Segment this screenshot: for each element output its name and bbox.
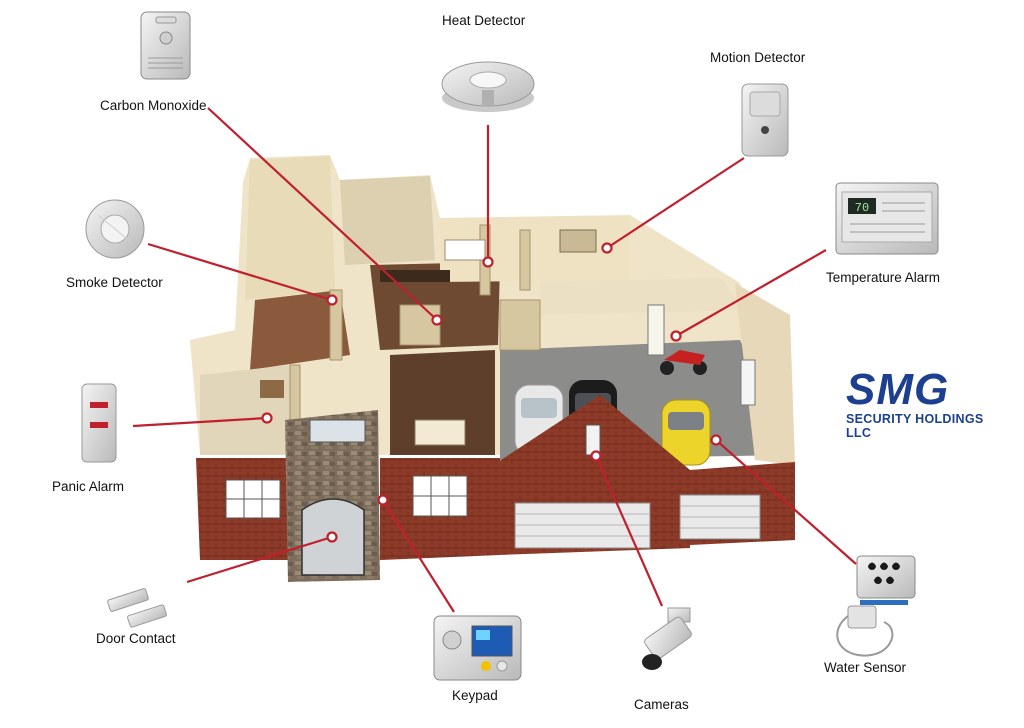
leader-line-panic-alarm [132,416,268,428]
sensor-dot-door-contact [326,531,338,543]
motion-detector-icon [741,83,789,157]
label-motion-detector: Motion Detector [710,50,806,65]
front-window-center [412,475,468,517]
label-keypad: Keypad [452,688,498,703]
garage-window [740,359,756,406]
door-contact-icon [107,588,167,628]
keypad-icon [433,615,522,681]
garage-interior-door [647,304,665,356]
front-window-left [225,479,281,519]
motorcycle [660,350,707,375]
room-left-floor [250,290,350,370]
label-temperature-alarm: Temperature Alarm [826,270,941,285]
smoke-detector-icon [85,199,145,259]
panic-alarm-icon [81,383,117,463]
house-cutaway [190,155,795,582]
sensor-dot-motion-detector [601,242,613,254]
label-door-contact: Door Contact [96,631,176,646]
gable-vent [585,424,601,456]
water-sensor-icon [836,555,916,657]
entry-arch-window [309,419,366,443]
garage-wall [540,278,745,315]
smg-logo: SMG SECURITY HOLDINGS LLC [846,365,1008,441]
label-smoke-detector: Smoke Detector [66,275,163,290]
furniture [260,229,597,446]
leader-line-temperature-alarm [675,249,827,337]
logo-mark: SMG [846,365,950,414]
leader-lines [132,107,857,613]
temperature-alarm-icon: 70 [835,182,939,255]
room-center-back [340,176,435,265]
sensor-dot-panic-alarm [261,412,273,424]
sensor-dot-water-sensor [710,434,722,446]
sensor-dot-cameras [590,450,602,462]
yellow-car [661,399,711,466]
heat-detector-icon [441,61,535,112]
leader-line-door-contact [186,535,333,584]
sensor-dot-carbon-monoxide [431,314,443,326]
bath-room [200,365,295,455]
leader-line-motion-detector [606,157,745,249]
leader-line-water-sensor [715,439,857,565]
temperature-display-readout: 70 [855,201,869,215]
room-left-upper [245,156,335,300]
leader-line-carbon-monoxide [207,107,438,321]
label-heat-detector: Heat Detector [442,13,526,28]
garage-right-wall [735,283,795,465]
label-carbon-monoxide: Carbon Monoxide [100,98,207,113]
carbon-monoxide-detector-icon [140,11,191,80]
sensor-dot-smoke-detector [326,294,338,306]
sensor-dot-keypad [377,494,389,506]
label-panic-alarm: Panic Alarm [52,479,125,494]
garage-door-left [514,502,651,549]
label-cameras: Cameras [634,697,689,712]
label-water-sensor: Water Sensor [824,660,907,675]
leader-line-keypad [382,499,455,613]
sensor-dot-temperature-alarm [670,330,682,342]
sensor-dot-heat-detector [482,256,494,268]
garage-door-right [679,494,761,540]
leader-line-cameras [594,455,664,607]
camera-icon [642,607,692,670]
leader-line-smoke-detector [147,242,333,302]
logo-subtitle: SECURITY HOLDINGS LLC [846,412,984,440]
